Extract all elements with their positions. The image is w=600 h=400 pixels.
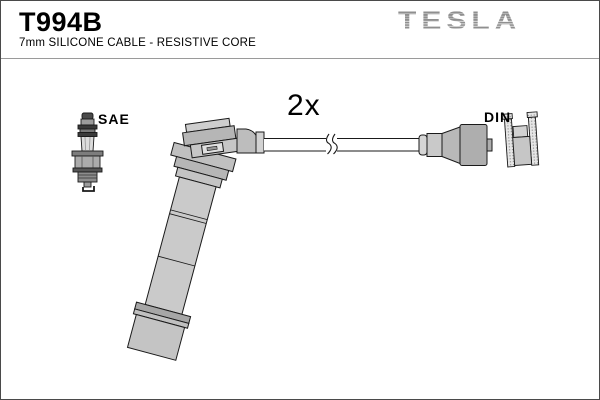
din-label: DIN <box>484 109 512 125</box>
header-divider <box>1 58 599 59</box>
part-number: T994B <box>19 7 103 37</box>
din-cap-drawing <box>501 111 540 168</box>
terminal-drawing <box>418 124 493 166</box>
cable-spec-subtitle: 7mm SILICONE CABLE - RESISTIVE CORE <box>19 37 257 49</box>
cable-break-icon <box>325 133 338 155</box>
cable-drawing <box>264 133 422 155</box>
coil-boot-drawing <box>126 141 237 361</box>
cable-elbow-drawing <box>236 128 265 154</box>
spark-plug-drawing <box>71 112 104 192</box>
tesla-logo: TESLA <box>398 7 522 36</box>
quantity-label: 2x <box>287 89 321 122</box>
sae-label: SAE <box>98 111 130 127</box>
coil-head-drawing <box>182 117 241 159</box>
